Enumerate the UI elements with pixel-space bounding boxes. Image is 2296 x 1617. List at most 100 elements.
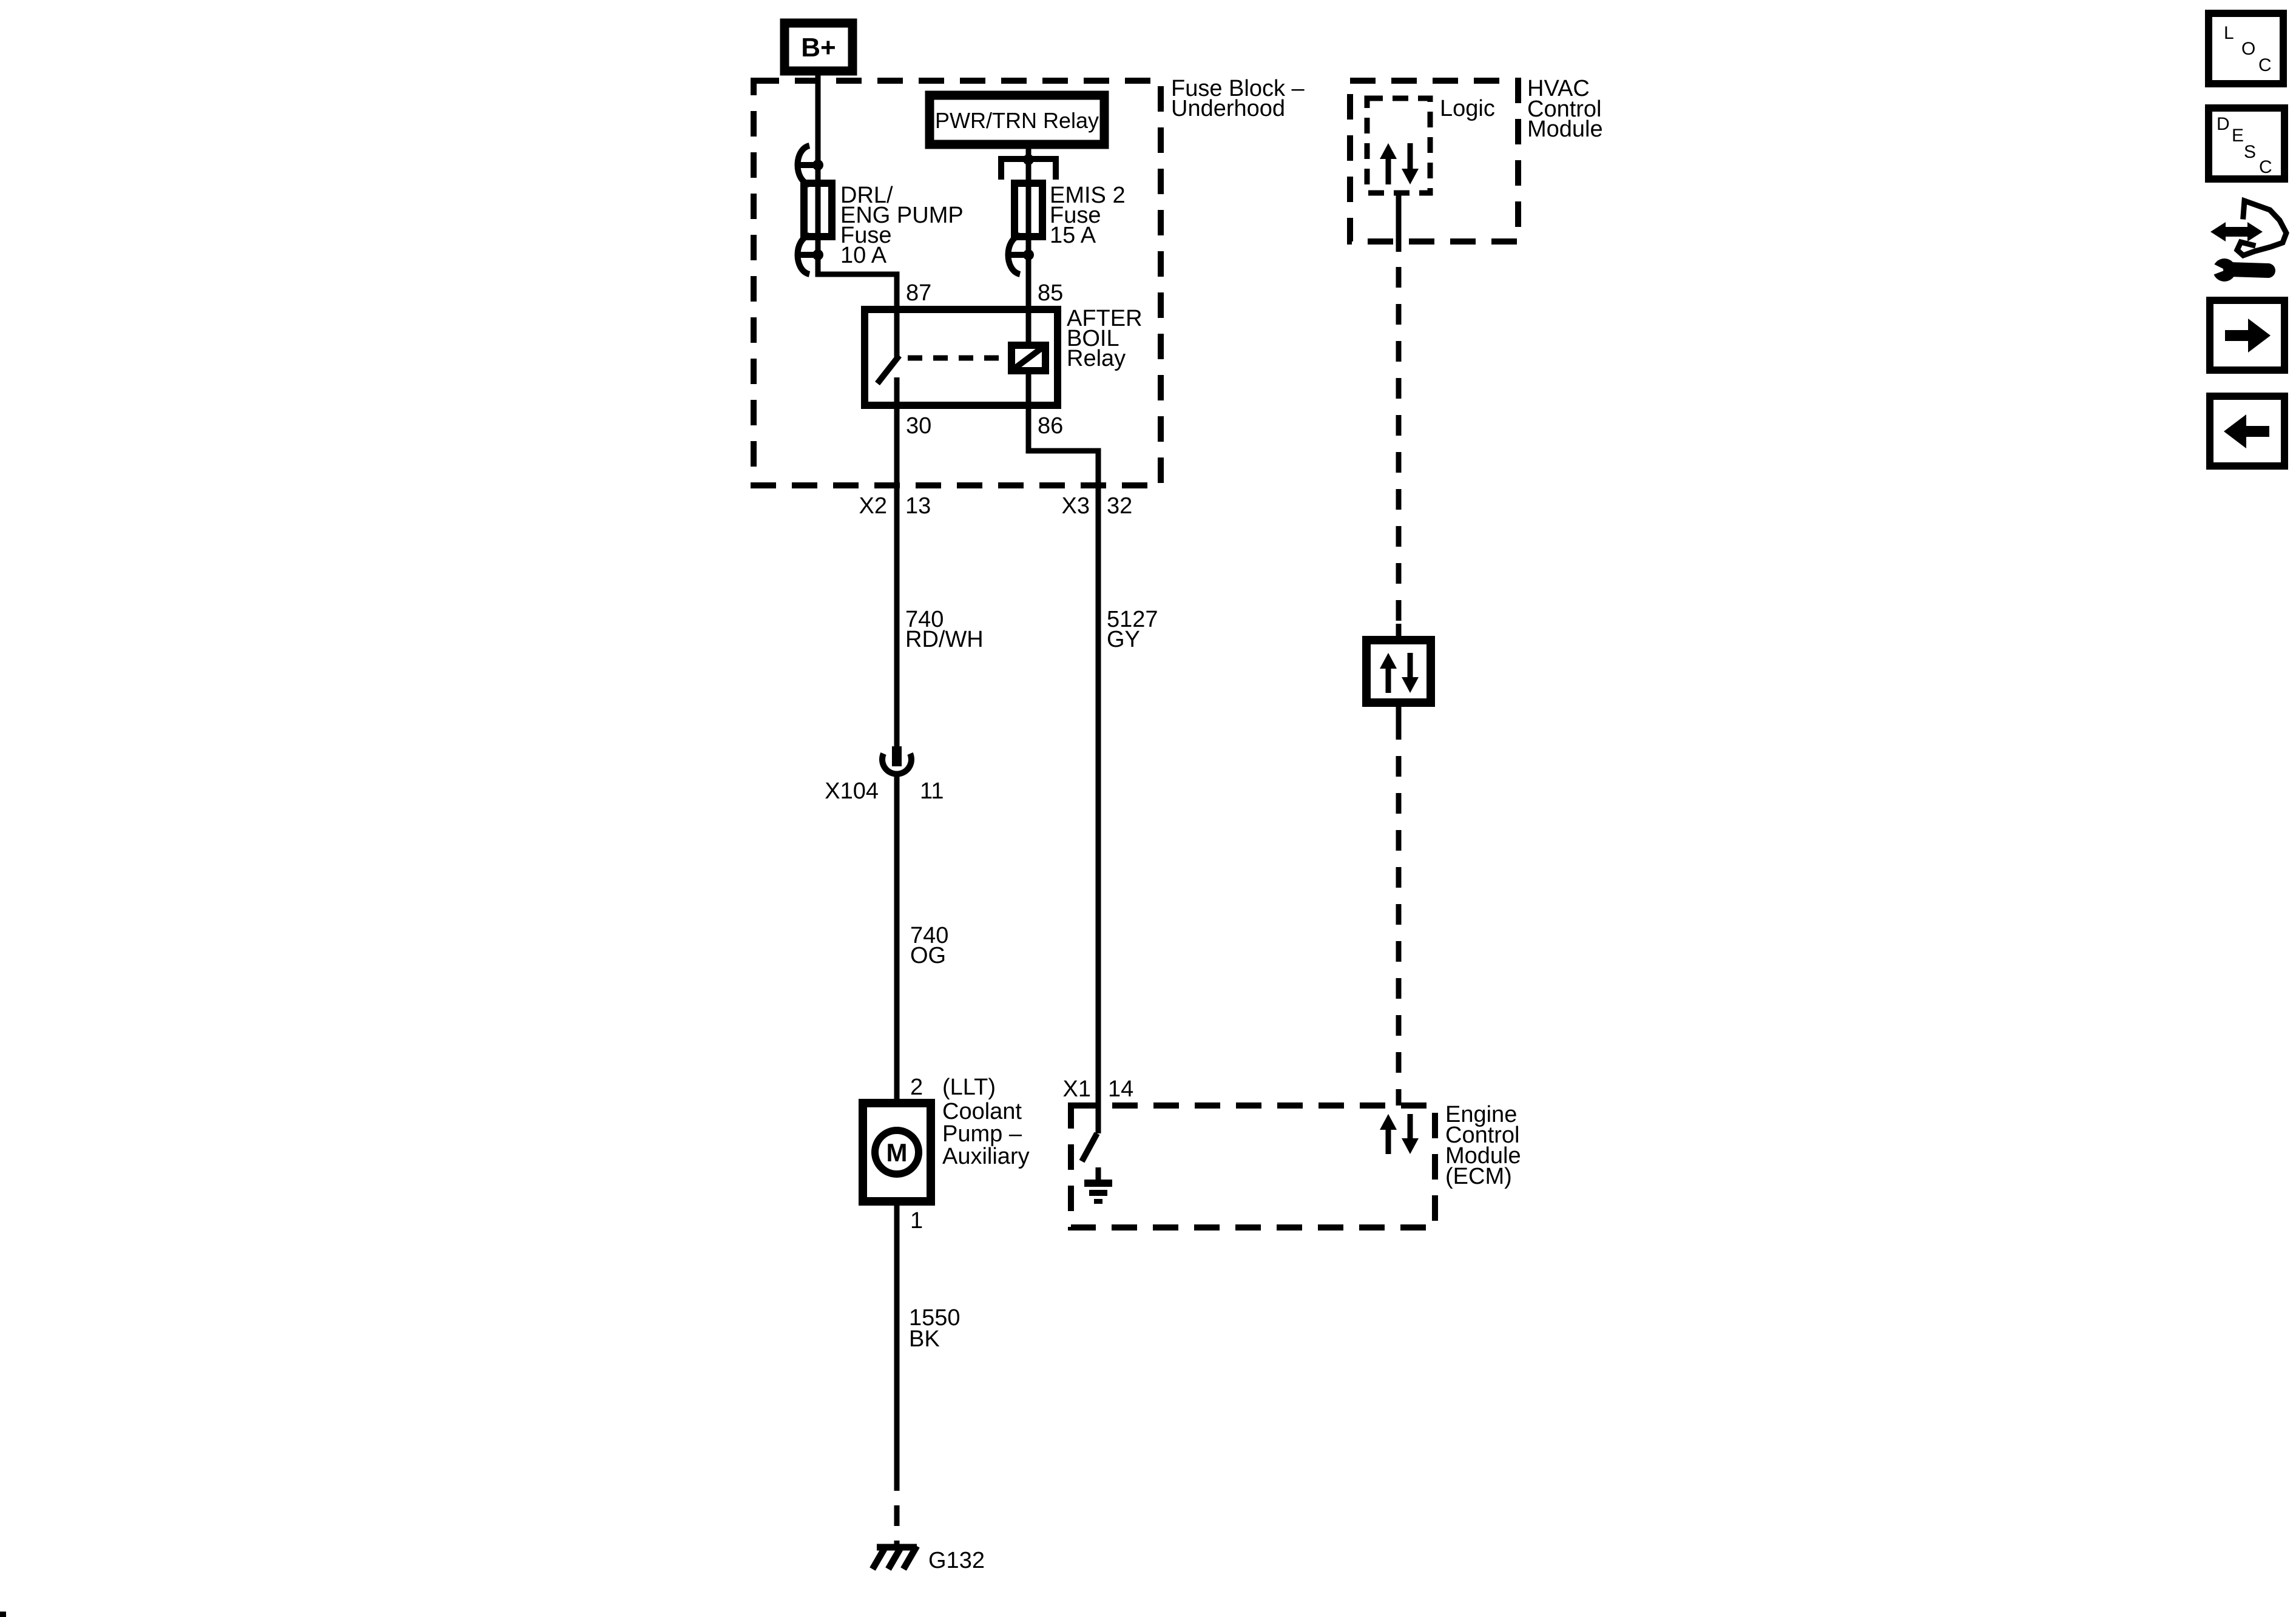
- hand-outline-icon: [2234, 197, 2289, 259]
- relay-coil-diagonal: [1010, 343, 1047, 373]
- pump-pin-2: 2: [910, 1075, 923, 1100]
- loc-letter: O: [2241, 39, 2255, 59]
- color-rdwh: RD/WH: [905, 627, 984, 652]
- b-plus-terminal: B+: [780, 18, 857, 76]
- emis-2-fuse: EMIS 2 Fuse 15 A: [998, 154, 1126, 277]
- hvac-name: Control: [1527, 96, 1602, 122]
- coolant-pump-auxiliary: 2 (LLT) M Coolant Pump – Auxiliary 1: [859, 1075, 1030, 1234]
- fuse-block-title: Fuse Block –: [1171, 76, 1305, 101]
- fuse-icon: [800, 180, 836, 240]
- data-arrows-icon: [1380, 143, 1419, 184]
- ecm-internal-ground-icon: [1084, 1167, 1112, 1204]
- fuse-label: DRL/: [840, 183, 893, 208]
- wire-5127-gy: [1025, 405, 1101, 1106]
- pump-name: Auxiliary: [942, 1144, 1030, 1169]
- inline-interface-box: [1362, 636, 1435, 707]
- ecm-name: (ECM): [1445, 1164, 1512, 1189]
- color-bk: BK: [909, 1326, 940, 1352]
- motor-circle-icon: [871, 1127, 922, 1178]
- fuse-label: Fuse: [1050, 203, 1101, 228]
- inline-connector-x104: X104 11: [825, 746, 944, 804]
- junction-dot: [1023, 154, 1034, 165]
- back-button[interactable]: [2206, 393, 2288, 470]
- pwr-trn-relay-label: PWR/TRN Relay: [935, 108, 1099, 133]
- fuse-label: EMIS 2: [1050, 183, 1126, 208]
- next-button[interactable]: [2206, 297, 2288, 374]
- desc-letter: S: [2244, 142, 2256, 162]
- ecm-name: Engine: [1445, 1102, 1517, 1127]
- ground-hatch: [869, 1544, 889, 1571]
- right-arrow-icon: [2225, 319, 2271, 353]
- hvac-logic-label: Logic: [1440, 96, 1495, 121]
- pin-32: 32: [1107, 493, 1132, 519]
- ground-hatch: [900, 1544, 920, 1571]
- hvac-control-module: Logic HVAC Control Module: [1347, 76, 1603, 245]
- engine-control-module: X1 14 Engine Control Module (ECM): [1063, 1076, 1521, 1230]
- wrench-icon: [2205, 258, 2275, 282]
- relay-pin-30: 30: [906, 413, 931, 439]
- wire-bplus-feed: [815, 71, 900, 309]
- desc-letter: C: [2259, 157, 2272, 177]
- relay-switch-blade: [875, 353, 902, 386]
- back-button-box[interactable]: [2206, 393, 2288, 470]
- circuit-740-rdwh: 740: [905, 607, 944, 632]
- data-arrows-icon: [1380, 1114, 1419, 1154]
- desc-button[interactable]: D E S C: [2205, 104, 2288, 183]
- motor-letter: M: [886, 1138, 908, 1167]
- color-gy: GY: [1107, 627, 1140, 652]
- ground-g132: G132: [869, 1544, 985, 1573]
- relay-pin-85: 85: [1038, 280, 1063, 306]
- tools-icon[interactable]: [2205, 197, 2289, 282]
- b-plus-label: B+: [801, 33, 836, 62]
- drl-eng-pump-fuse: DRL/ ENG PUMP Fuse 10 A: [794, 143, 964, 277]
- fuse-label: ENG PUMP: [840, 203, 964, 228]
- clip-icon: [1005, 232, 1021, 277]
- serial-data-line: [1362, 193, 1435, 1106]
- fuse-label: Fuse: [840, 223, 891, 248]
- junction-dot: [812, 249, 823, 260]
- circuit-740-og: 740: [910, 923, 948, 948]
- hvac-border: [1347, 78, 1521, 245]
- desc-letter: E: [2232, 126, 2244, 146]
- connector-x3: X3: [1062, 493, 1090, 519]
- circuit-1550: 1550: [909, 1305, 961, 1331]
- loc-letter: C: [2258, 55, 2272, 75]
- b-plus-box: [780, 18, 857, 76]
- pwr-trn-relay-box: [925, 90, 1109, 149]
- desc-letter: D: [2217, 114, 2230, 134]
- loc-letter: L: [2224, 23, 2234, 43]
- junction-dot: [1023, 249, 1034, 260]
- connector-socket-icon: [879, 752, 914, 777]
- hvac-logic-border: [1364, 95, 1433, 196]
- pwr-trn-relay-source: PWR/TRN Relay: [925, 90, 1109, 149]
- hvac-name: HVAC: [1527, 76, 1590, 101]
- fuse-label: 10 A: [840, 243, 887, 268]
- double-arrow-icon: [2210, 222, 2263, 241]
- clip-icon: [794, 232, 811, 277]
- after-boil-relay: 87 85 30 86 AFTER BOIL Relay: [861, 280, 1143, 439]
- pin-14: 14: [1108, 1076, 1133, 1102]
- connector-terminal-icon: [892, 746, 902, 766]
- loc-button-box[interactable]: [2205, 10, 2287, 87]
- fuse-label: 15 A: [1050, 223, 1096, 248]
- loc-button[interactable]: L O C: [2205, 10, 2287, 87]
- connector-x1: X1: [1063, 1076, 1091, 1102]
- relay-name: BOIL: [1067, 326, 1119, 351]
- junction-dot: [812, 160, 823, 170]
- pump-name: Coolant: [942, 1099, 1022, 1124]
- ecm-name: Module: [1445, 1143, 1521, 1169]
- relay-name: Relay: [1067, 346, 1126, 371]
- relay-pin-87: 87: [906, 280, 931, 306]
- left-arrow-icon: [2224, 414, 2269, 448]
- circuit-5127: 5127: [1107, 607, 1158, 632]
- ground-id: G132: [928, 1548, 985, 1573]
- desc-button-box[interactable]: [2205, 104, 2288, 183]
- pin-13: 13: [905, 493, 931, 519]
- pump-pin-1: 1: [910, 1208, 923, 1234]
- pump-name: Pump –: [942, 1121, 1022, 1147]
- pin-11: 11: [920, 778, 944, 804]
- connector-x2: X2: [859, 493, 887, 519]
- data-arrows-icon: [1380, 653, 1419, 693]
- relay-box: [861, 306, 1061, 409]
